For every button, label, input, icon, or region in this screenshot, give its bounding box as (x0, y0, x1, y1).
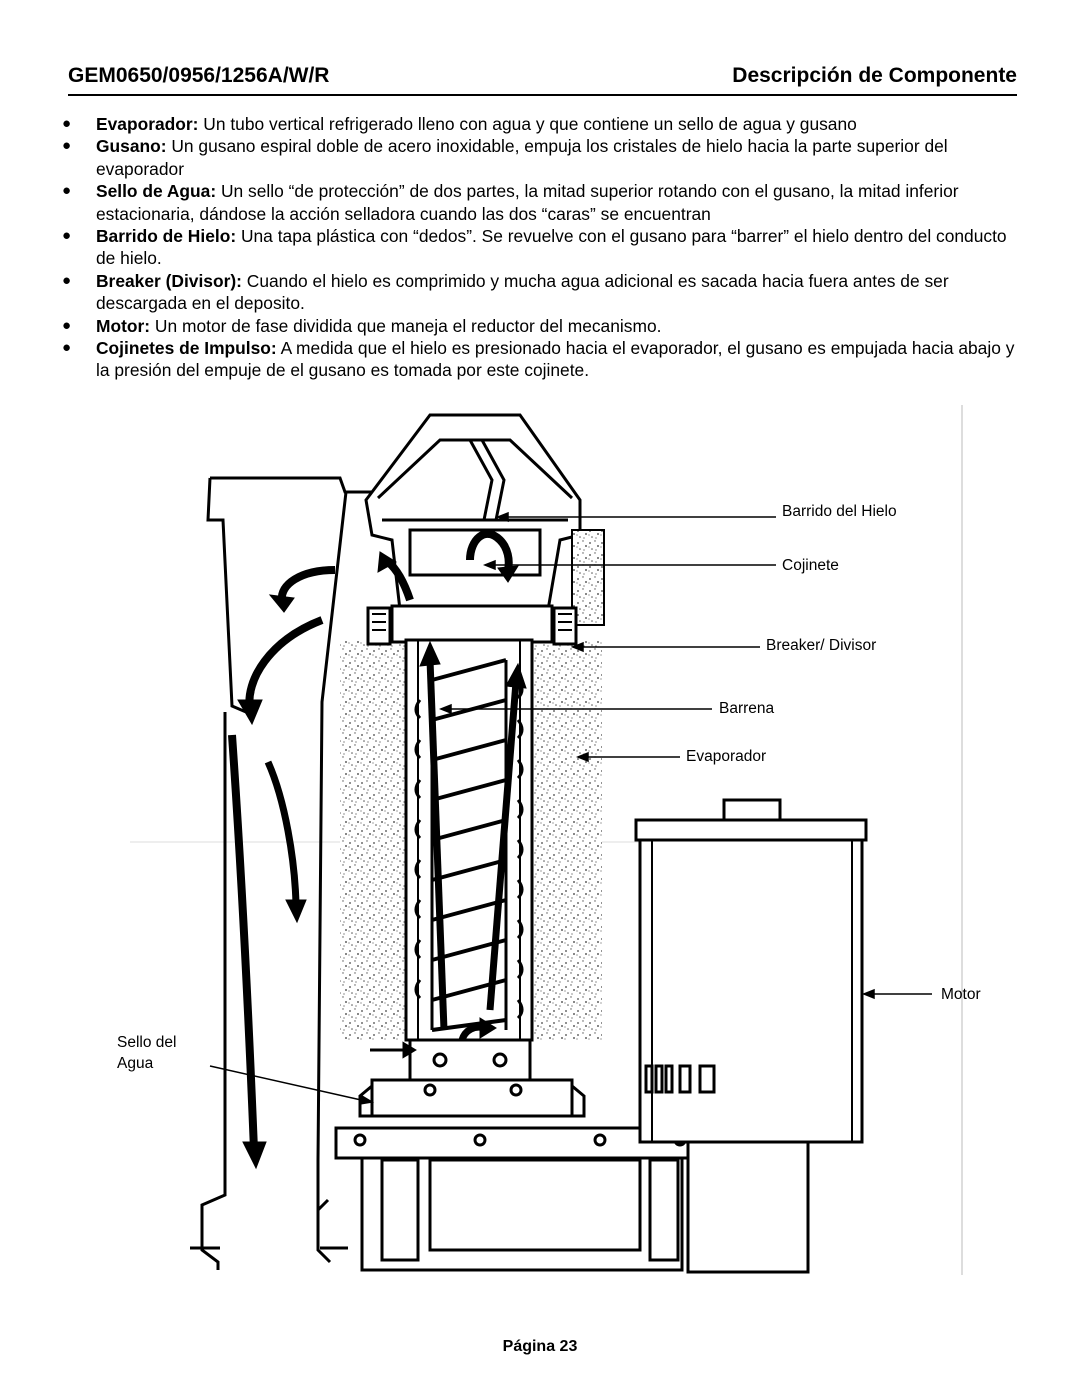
component-term: Cojinetes de Impulso: (96, 338, 277, 359)
insulation-right (532, 640, 602, 1040)
label-breaker: Breaker/ Divisor (766, 637, 877, 654)
section-title: Descripción de Componente (732, 64, 1017, 87)
list-item: ● Breaker (Divisor): Cuando el hielo es c… (62, 270, 1020, 315)
evaporator-cutaway-drawing (130, 405, 963, 1275)
ice-chute (190, 476, 372, 1270)
ice-machine-diagram: Barrido del Hielo Cojinete Breaker/ Divi… (0, 400, 1080, 1300)
gear-reducer (334, 1126, 690, 1272)
water-seal-assembly (358, 1038, 586, 1118)
label-bearing: Cojinete (782, 557, 839, 574)
component-description: Un tubo vertical refrigerado lleno con a… (198, 114, 857, 134)
component-description: Una tapa plástica con “dedos”. Se revuel… (96, 226, 1007, 269)
page-number: Página 23 (502, 1338, 578, 1355)
label-ice-sweep: Barrido del Hielo (782, 503, 897, 520)
label-evaporator: Evaporador (686, 748, 767, 765)
bullet-icon: ● (62, 339, 72, 357)
page-header: GEM0650/0956/1256A/W/R Descripción de Co… (68, 64, 1017, 96)
bullet-icon: ● (62, 137, 72, 155)
breaker (366, 604, 578, 646)
component-term: Motor: (96, 315, 151, 336)
insulation-left (340, 640, 406, 1040)
list-item: ● Cojinetes de Impulso: A medida que el h… (62, 337, 1020, 382)
component-term: Barrido de Hielo: (96, 226, 237, 247)
sweep-arrows (377, 530, 519, 602)
bullet-icon: ● (62, 227, 72, 245)
list-item: ● Evaporador: Un tubo vertical refrigerad… (62, 113, 1020, 135)
ice-flow-arrows (228, 566, 336, 1170)
leader-lines (209, 511, 932, 1105)
component-list: ● Evaporador: Un tubo vertical refrigerad… (62, 113, 1020, 382)
component-description: Cuando el hielo es comprimido y mucha ag… (96, 270, 949, 314)
list-item: ● Gusano: Un gusano espiral doble de acer… (62, 135, 1020, 180)
component-term: Breaker (Divisor): (96, 270, 242, 291)
component-description: A medida que el hielo es presionado haci… (96, 338, 1015, 381)
bullet-icon: ● (62, 182, 72, 200)
motor (634, 798, 868, 1274)
label-motor: Motor (941, 986, 981, 1003)
bullet-icon: ● (62, 271, 72, 289)
bullet-icon: ● (62, 316, 72, 334)
label-water-seal-2: Agua (117, 1055, 154, 1072)
component-description: Un motor de fase dividida que maneja el … (150, 315, 662, 336)
bullet-icon: ● (62, 115, 72, 132)
component-description: Un gusano espiral doble de acero inoxida… (96, 136, 948, 179)
component-term: Sello de Agua: (96, 181, 217, 202)
component-term: Gusano: (96, 136, 167, 157)
list-item: ● Barrido de Hielo: Una tapa plástica con… (62, 225, 1020, 270)
label-water-seal-1: Sello del (117, 1034, 177, 1051)
model-number: GEM0650/0956/1256A/W/R (68, 64, 330, 87)
list-item: ● Sello de Agua: Un sello “de protección”… (62, 180, 1020, 225)
list-item: ● Motor: Un motor de fase dividida que ma… (62, 315, 1020, 337)
component-description: Un sello “de protección” de dos partes, … (96, 181, 959, 224)
insulation-top (571, 529, 605, 626)
component-term: Evaporador: (96, 114, 199, 134)
ice-up-arrows (419, 640, 527, 1042)
label-auger: Barrena (719, 700, 775, 717)
